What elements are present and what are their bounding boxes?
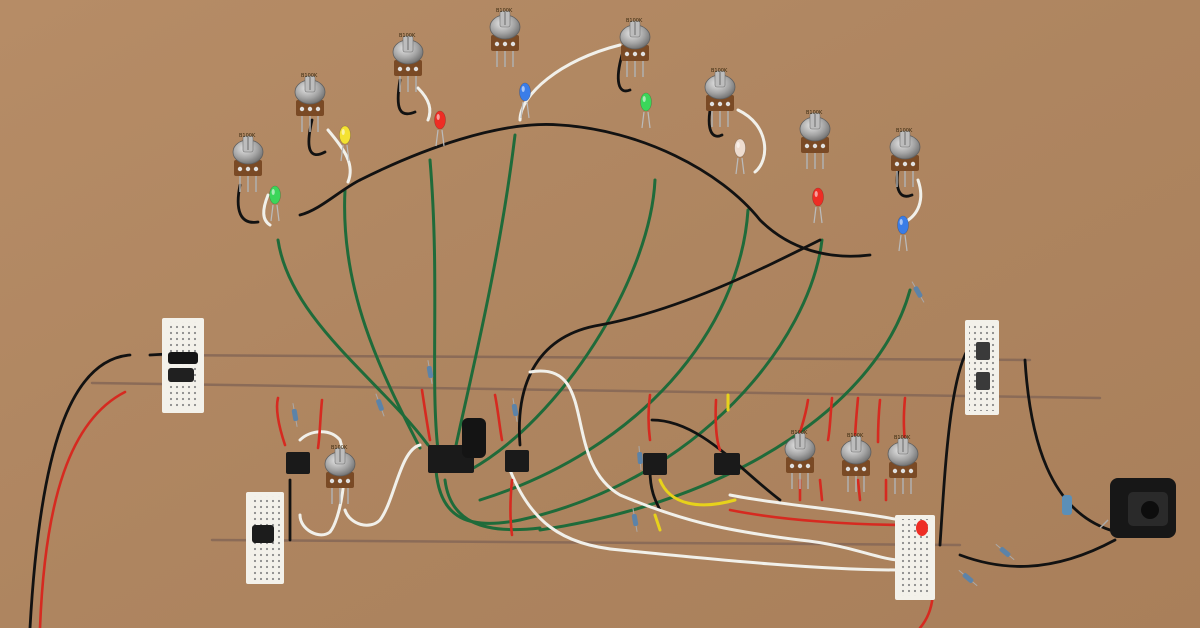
lower-potentiometer-marking-2: B100K xyxy=(791,430,808,436)
lower-potentiometer-2: B100K xyxy=(784,430,816,489)
perfboard-right-bottom xyxy=(895,515,935,600)
top-potentiometer-1: B100K xyxy=(232,133,264,192)
ic-chip-4 xyxy=(643,453,667,475)
top-potentiometer-4: B100K xyxy=(489,8,521,67)
green-wires xyxy=(276,133,912,532)
led-6 xyxy=(734,138,746,175)
perfboard-left-bottom xyxy=(246,492,284,584)
audio-jack xyxy=(1099,478,1176,538)
lower-bus-rail xyxy=(210,538,962,547)
lower-potentiometer-marking-4: B100K xyxy=(894,435,911,441)
ic-chip-5 xyxy=(714,453,740,475)
lower-potentiometer-4: B100K xyxy=(887,435,919,494)
resistor-2 xyxy=(375,393,385,417)
top-potentiometer-8: B100K xyxy=(889,128,921,187)
resistor-5 xyxy=(637,446,643,470)
top-potentiometer-marking-4: B100K xyxy=(496,8,513,14)
led-7 xyxy=(812,187,824,224)
top-potentiometer-2: B100K xyxy=(294,73,326,132)
led-3 xyxy=(434,110,446,147)
lower-potentiometer-marking-3: B100K xyxy=(847,433,864,439)
top-potentiometer-marking-2: B100K xyxy=(301,73,318,79)
ic-chip-3 xyxy=(505,450,529,472)
resistor-9 xyxy=(631,508,639,532)
resistor-3 xyxy=(426,360,434,384)
lower-potentiometer-marking-1: B100K xyxy=(331,445,348,451)
yellow-wires xyxy=(653,393,737,532)
capacitor-blue xyxy=(1062,495,1072,515)
resistor-1 xyxy=(291,403,299,427)
resistor-7 xyxy=(911,281,925,303)
top-potentiometer-7: B100K xyxy=(799,110,831,169)
resistor-6 xyxy=(958,569,978,587)
led-4 xyxy=(519,82,531,119)
led-8 xyxy=(897,215,909,252)
top-potentiometer-3: B100K xyxy=(392,33,424,92)
lower-potentiometer-1: B100K xyxy=(324,445,356,504)
lower-potentiometer-3: B100K xyxy=(840,433,872,492)
led-lower-right xyxy=(916,520,928,536)
top-potentiometers: B100K B100K B100K B100K B100K B100K B100K B100K xyxy=(232,8,921,192)
led-1 xyxy=(269,185,281,222)
top-potentiometer-marking-5: B100K xyxy=(626,18,643,24)
top-potentiometer-5: B100K xyxy=(619,18,651,77)
top-potentiometer-marking-3: B100K xyxy=(399,33,416,39)
perfboard-left-top xyxy=(162,318,204,413)
ic-chip-1 xyxy=(286,452,310,474)
leds xyxy=(269,82,928,536)
top-potentiometer-marking-6: B100K xyxy=(711,68,728,74)
top-potentiometer-marking-7: B100K xyxy=(806,110,823,116)
middle-bus-rail xyxy=(90,381,1102,400)
led-5 xyxy=(640,92,652,129)
top-potentiometer-marking-1: B100K xyxy=(239,133,256,139)
perfboard-right-top xyxy=(965,320,999,415)
lower-potentiometers: B100K B100K B100K B100K xyxy=(324,430,919,504)
top-potentiometer-6: B100K xyxy=(704,68,736,127)
resistors xyxy=(291,281,1015,587)
upper-bus-rail xyxy=(148,353,1032,362)
resistor-8 xyxy=(995,543,1015,561)
led-2 xyxy=(339,125,351,162)
top-potentiometer-marking-8: B100K xyxy=(896,128,913,134)
ic-chip-2-wide xyxy=(428,418,486,473)
bus-rails xyxy=(90,353,1102,547)
resistor-4 xyxy=(511,398,519,422)
ic-chips xyxy=(286,418,740,475)
